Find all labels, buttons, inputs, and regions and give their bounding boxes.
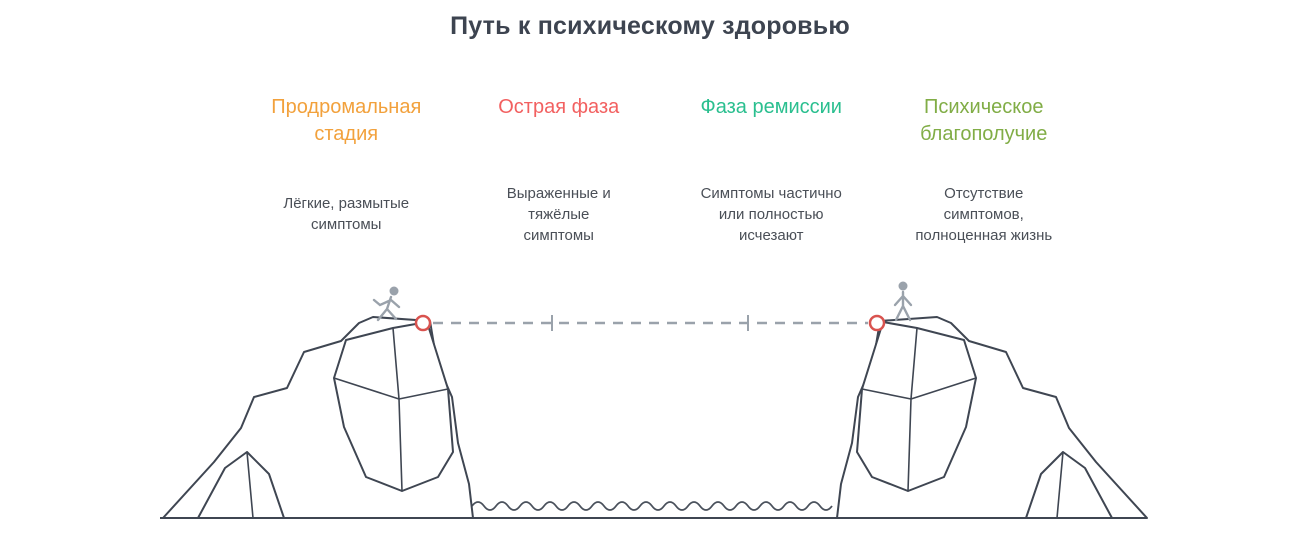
stick-figure-right-head [898, 281, 908, 291]
anchor-ring-left [414, 314, 432, 332]
stage-remission: Фаза ремиссии Симптомы частично или полн… [665, 94, 878, 262]
stage-prodromal-description: Лёгкие, размытые симптомы [283, 195, 410, 233]
rope-tick-marks [551, 315, 749, 331]
stage-acute: Острая фаза Выраженные и тяжёлые симптом… [453, 94, 666, 262]
page-title: Путь к психическому здоровью [450, 12, 850, 40]
stick-figure-left [372, 286, 401, 322]
stage-acute-desc-area: Выраженные и тяжёлые симптомы [453, 166, 666, 262]
stage-remission-description: Симптомы частично или полностью исчезают [700, 184, 842, 244]
tightrope-dashed-line [433, 315, 868, 331]
stage-wellbeing-label: Психическое благополучие [920, 96, 1048, 145]
stage-wellbeing-desc-area: Отсутствие симптомов, полноценная жизнь [878, 166, 1091, 262]
stage-acute-description: Выраженные и тяжёлые симптомы [506, 184, 611, 244]
stage-remission-label: Фаза ремиссии [700, 96, 842, 118]
stage-remission-desc-area: Симптомы частично или полностью исчезают [665, 166, 878, 262]
anchor-ring-right [868, 314, 886, 332]
cliff-right [836, 316, 1148, 519]
stick-figure-left-head [389, 286, 399, 296]
stage-prodromal-label: Продромальная стадия [271, 96, 422, 145]
stage-acute-label: Острая фаза [498, 96, 620, 118]
stage-prodromal-desc-area: Лёгкие, размытые симптомы [240, 166, 453, 262]
stage-wellbeing-description: Отсутствие симптомов, полноценная жизнь [915, 184, 1053, 244]
cliff-left [162, 316, 474, 519]
stages-header-row: Продромальная стадия Лёгкие, размытые си… [240, 94, 1090, 262]
water-waves [471, 501, 833, 511]
stick-figure-right [893, 281, 913, 322]
stage-prodromal: Продромальная стадия Лёгкие, размытые си… [240, 94, 453, 262]
stage-wellbeing: Психическое благополучие Отсутствие симп… [878, 94, 1091, 262]
